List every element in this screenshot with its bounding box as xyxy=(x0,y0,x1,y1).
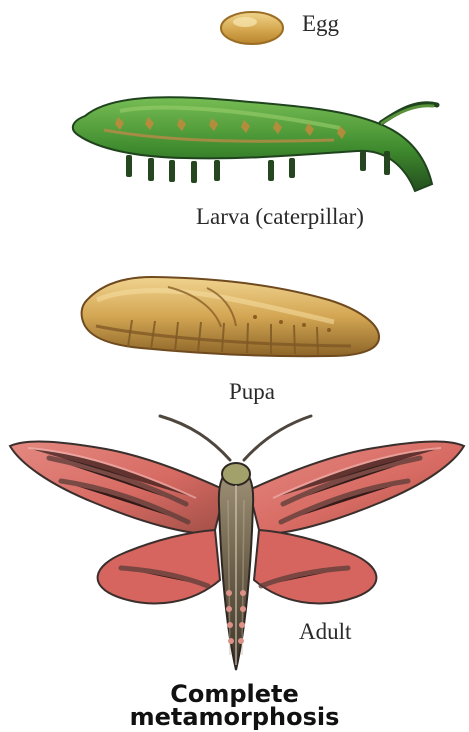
pupa-label: Pupa xyxy=(229,380,275,403)
larva-illustration xyxy=(73,97,437,191)
diagram-title-line-2: metamorphosis xyxy=(0,705,469,729)
larva-label: Larva (caterpillar) xyxy=(196,205,364,228)
egg-illustration xyxy=(221,12,283,44)
egg-label: Egg xyxy=(302,12,339,35)
adult-moth-illustration xyxy=(10,416,464,670)
adult-label: Adult xyxy=(299,620,351,643)
pupa-illustration xyxy=(82,277,379,356)
